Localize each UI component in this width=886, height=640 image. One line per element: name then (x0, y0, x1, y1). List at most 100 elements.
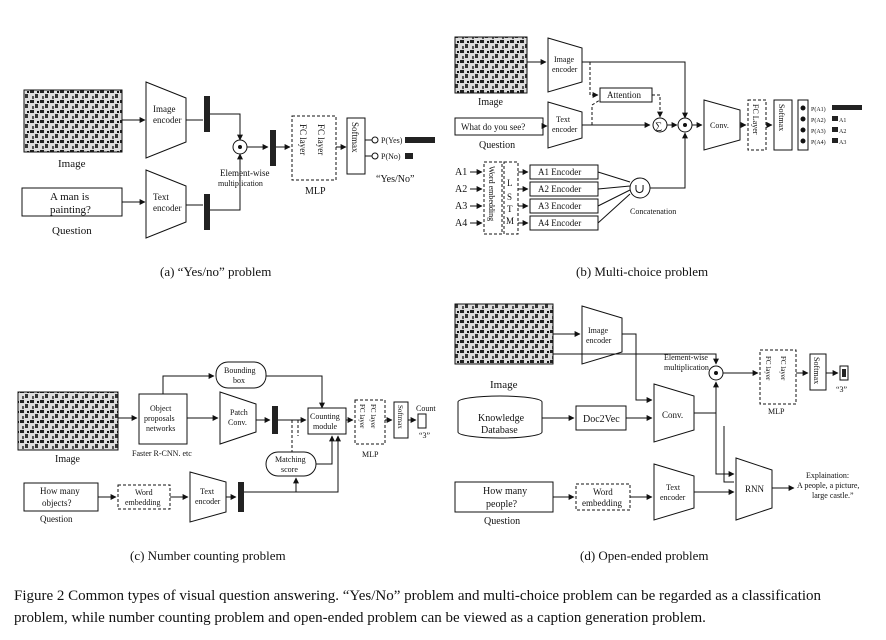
panel-b-image (454, 36, 528, 94)
panel-b-lstm-s: S (507, 192, 512, 202)
panel-c-object-proposals-l3: networks (146, 424, 175, 433)
panel-b-caption: (b) Multi-choice problem (576, 264, 708, 279)
panel-c-count-value: “3” (419, 431, 431, 440)
panel-d-text-encoder (653, 463, 695, 521)
panel-c-word-embedding (117, 484, 171, 510)
panel-d-word-embedding (575, 483, 631, 511)
panel-d-fc2: FC layer (779, 356, 787, 381)
panel-c-faster-rcnn: Faster R-CNN. etc (132, 449, 192, 458)
panel-c-bounding-box-l2: box (233, 376, 245, 385)
panel-a-mlp-label: MLP (305, 186, 326, 197)
panel-d-softmax (809, 353, 827, 391)
panel-c-word-embedding-l2: embedding (125, 498, 161, 507)
panel-b-lstm-m: M (506, 216, 514, 226)
panel-b-bar-label-2: A2 (839, 129, 846, 135)
panel-c-matching-score-l1: Matching (275, 455, 306, 464)
panel-d-text-encoder-l2: encoder (660, 493, 686, 502)
panel-b-conv-label: Conv. (710, 121, 729, 130)
panel-c-count-output (417, 413, 427, 429)
panel-b-image-label: Image (478, 97, 504, 108)
panel-c-object-proposals-l2: proposals (144, 414, 175, 423)
panel-c-fc2: FC layer (369, 404, 377, 429)
panel-b-a1-encoder-label: A1 Encoder (538, 167, 581, 177)
panel-d-rnn-label: RNN (745, 484, 765, 494)
panel-a-caption: (a) “Yes/no” problem (160, 264, 271, 279)
panel-c-mlp-box (354, 399, 386, 445)
panel-b-text-encoder (547, 101, 583, 149)
panel-a-text-encoder (145, 169, 187, 239)
panel-b-lstm-l: L (507, 178, 513, 188)
panel-c-patch-feature (272, 406, 278, 434)
panel-b-question-text: What do you see? (461, 122, 525, 132)
panel-b-lstm (503, 161, 519, 235)
panel-a-image-encoder-l1: Image (153, 104, 176, 114)
panel-a-p-no: P(No) (381, 152, 401, 161)
panel-b-prob-column (797, 99, 809, 151)
panel-d-output: “3” (836, 385, 848, 394)
panel-a-softmax-label: Softmax (350, 122, 360, 153)
panel-d-text-encoder-l1: Text (666, 483, 681, 492)
panel-b-bar-label-3: A3 (839, 140, 846, 146)
panel-b-text-encoder-l2: encoder (552, 125, 578, 134)
panel-d-explanation-l2: A people, a picture, (797, 481, 859, 490)
panel-b-bar-4 (832, 138, 838, 143)
panel-d-softmax-label: Softmax (812, 357, 821, 384)
panel-a-image-feature (204, 96, 210, 132)
panel-b-lstm-t: T (507, 204, 513, 214)
panel-c-mlp-label: MLP (362, 450, 379, 459)
panel-c-bounding-box-l1: Bounding (224, 366, 256, 375)
panel-b-concat-label: Concatenation (630, 207, 676, 216)
panel-b: Image What do you see? Question Image en… (454, 36, 862, 235)
panel-c-image (17, 391, 119, 451)
panel-b-image-encoder-l2: encoder (552, 65, 578, 74)
panel-c-object-proposals (138, 393, 188, 445)
panel-a-text-encoder-l2: encoder (153, 203, 181, 213)
panel-d-elementwise-l1: Element-wise (664, 353, 708, 362)
panel-a-fused-feature (270, 130, 276, 166)
panel-b-prob-4: P(A4) (811, 139, 826, 146)
panel-d-question-l1: How many (483, 486, 527, 497)
panel-c-bounding-box (215, 361, 267, 389)
panel-b-union-symbol: ∪ (634, 181, 645, 196)
panel-c-text-encoder-l1: Text (200, 487, 215, 496)
panel-c-text-encoder-l2: encoder (195, 497, 221, 506)
panel-a-image-encoder (145, 81, 187, 159)
panel-a-question-line1: A man is (50, 191, 89, 203)
panel-a: Image A man is painting? Question Image … (21, 81, 435, 239)
panel-c-text-encoder (189, 471, 227, 523)
panel-d-fc1: FC layer (764, 356, 772, 381)
panel-a-elementwise-l1: Element-wise (220, 168, 269, 178)
panel-d-image-encoder-l2: encoder (586, 336, 612, 345)
panel-b-answer-2: A2 (455, 184, 467, 195)
panel-a-text-feature (204, 194, 210, 230)
panel-c-patch-conv (219, 391, 257, 445)
figure-caption: Figure 2 Common types of visual question… (14, 588, 822, 626)
panel-b-question-label: Question (479, 140, 515, 151)
panel-a-output: “Yes/No” (376, 174, 414, 185)
panel-d-mlp-box (759, 349, 797, 405)
panel-d-caption: (d) Open-ended problem (580, 548, 709, 563)
panel-a-text-encoder-l1: Text (153, 192, 169, 202)
panel-c-question-label: Question (40, 514, 73, 524)
panel-b-bar-1 (832, 105, 862, 110)
panel-c-fc1: FC layer (358, 404, 366, 429)
panel-a-image-label: Image (58, 158, 86, 170)
panel-b-softmax-label: Softmax (777, 104, 786, 131)
panel-c-counting-module (307, 407, 347, 435)
panel-c-matching-score-l2: score (281, 465, 298, 474)
panel-b-a2-encoder-label: A2 Encoder (538, 184, 581, 194)
panel-d-mlp-label: MLP (768, 407, 785, 416)
panel-c-counting-module-l1: Counting (310, 412, 340, 421)
panel-d-conv (653, 383, 695, 443)
panel-d-conv-label: Conv. (662, 410, 683, 420)
panel-b-sum-symbol: ∑ (655, 121, 662, 132)
panel-a-mlp-box (291, 115, 337, 181)
panel-d-knowledge-db-l1: Knowledge (478, 413, 525, 424)
panel-c-image-label: Image (55, 454, 81, 465)
panel-b-fc-label: FC Layer (751, 104, 760, 135)
panel-d-question-label: Question (484, 516, 520, 527)
panel-a-question-box (21, 187, 123, 217)
panel-b-bar-2 (832, 116, 838, 121)
panel-b-softmax (773, 99, 793, 151)
